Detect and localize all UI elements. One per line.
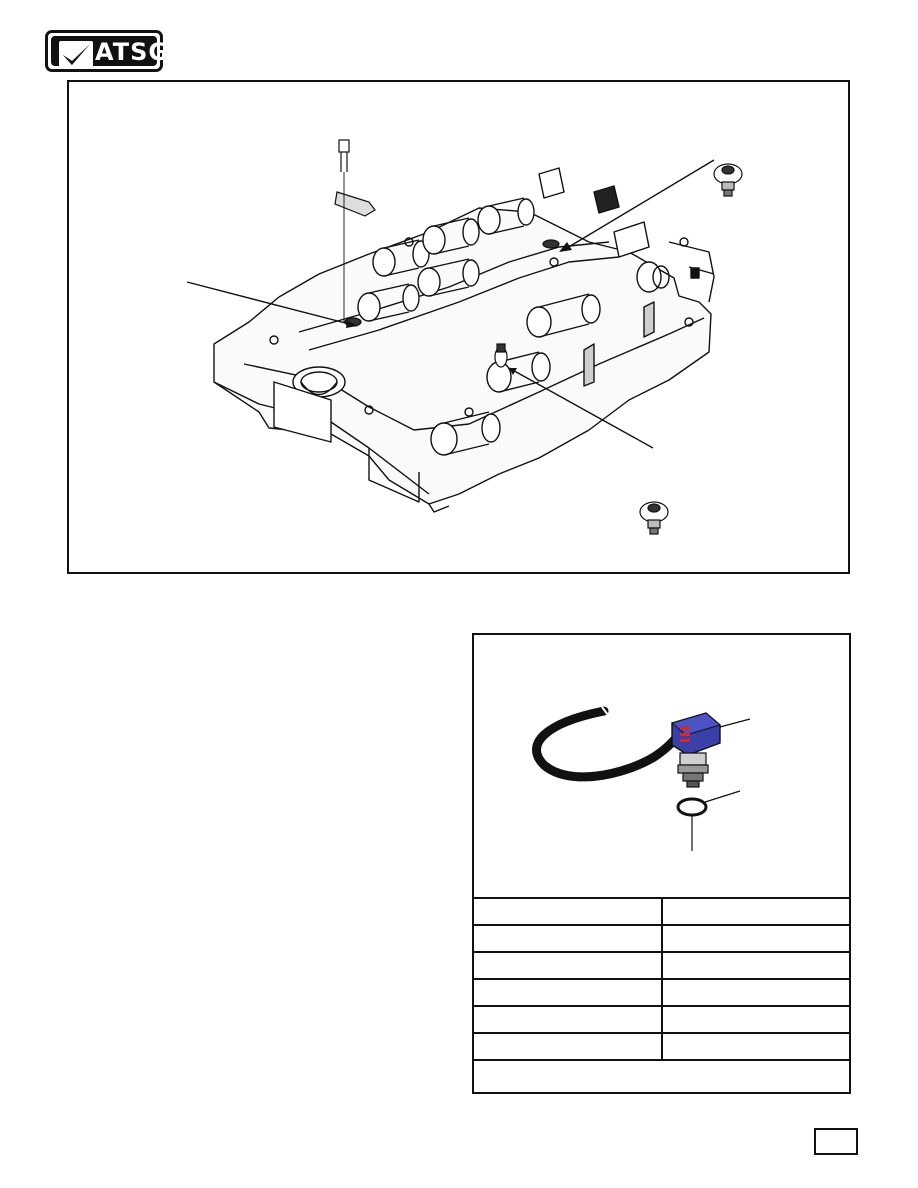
table-row bbox=[474, 951, 849, 979]
detail-leader-lines bbox=[691, 718, 751, 851]
table-note-row bbox=[474, 1059, 849, 1093]
connector bbox=[670, 712, 722, 756]
table-row bbox=[474, 924, 849, 952]
atsg-logo: ATSG bbox=[45, 30, 168, 72]
bolt-and-bracket bbox=[334, 139, 376, 322]
valve-body-illustration bbox=[186, 139, 743, 535]
sensor-detail-illustration bbox=[532, 706, 751, 851]
table-row bbox=[474, 1005, 849, 1033]
checkmark-logo-icon bbox=[59, 41, 93, 67]
loose-sensor-top-right bbox=[713, 163, 743, 197]
loose-sensor-bottom bbox=[639, 501, 669, 535]
page-number-box bbox=[814, 1128, 858, 1155]
table-row bbox=[474, 897, 849, 925]
leader-lines bbox=[186, 159, 715, 449]
wire-harness bbox=[532, 706, 684, 782]
sensor-detail-panel bbox=[472, 633, 851, 1094]
spec-table bbox=[474, 897, 849, 1093]
table-row bbox=[474, 978, 849, 1006]
logo-text: ATSG bbox=[95, 38, 170, 66]
o-ring bbox=[676, 797, 708, 817]
pressure-sensor-body bbox=[677, 752, 709, 788]
table-row bbox=[474, 1032, 849, 1060]
valve-body-figure bbox=[67, 80, 850, 574]
